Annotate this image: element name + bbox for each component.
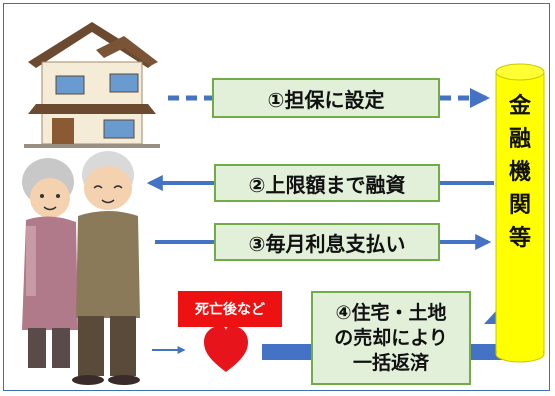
step1-box: ①担保に設定 xyxy=(212,78,440,118)
step4-box: ④住宅・土地 の売却により 一括返済 xyxy=(311,291,471,385)
step4-line: の売却により xyxy=(334,326,448,349)
lender-char: 機 xyxy=(508,160,531,185)
step2-box: ②上限額まで融資 xyxy=(214,164,440,202)
lender-char: 等 xyxy=(508,226,531,251)
lender-label: 金 融 機 関 等 xyxy=(496,90,544,255)
lender-char: 金 xyxy=(508,94,531,119)
elderly-couple-icon xyxy=(22,151,140,385)
house-icon xyxy=(24,22,160,148)
after-death-badge: 死亡後など xyxy=(178,291,282,327)
lender-cylinder xyxy=(495,63,545,363)
step3-box: ③毎月利息支払い xyxy=(214,223,440,261)
step4-line: 一括返済 xyxy=(352,351,429,374)
step4-line: ④住宅・土地 xyxy=(335,301,447,324)
heart-icon xyxy=(204,326,248,372)
lender-char: 関 xyxy=(508,193,531,218)
lender-char: 融 xyxy=(508,127,531,152)
